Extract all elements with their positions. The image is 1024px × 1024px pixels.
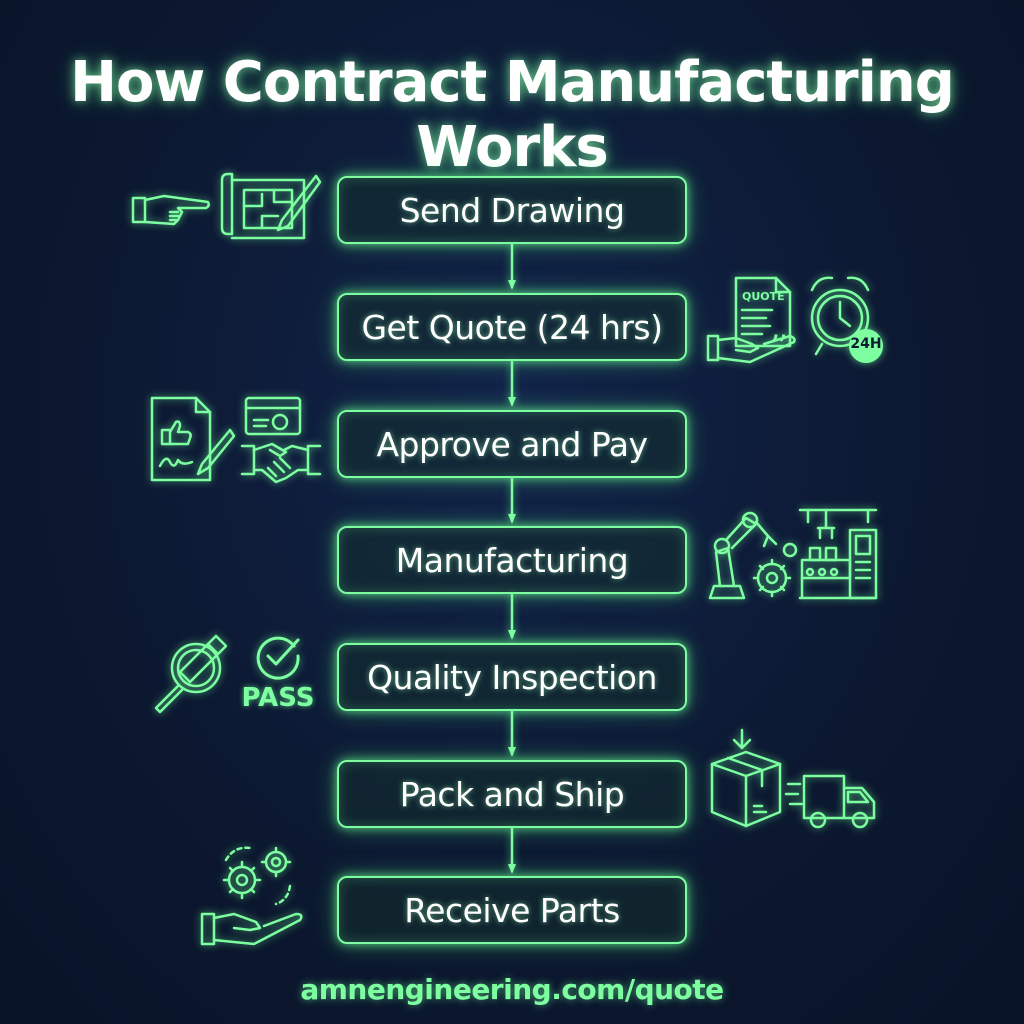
step-label: Send Drawing [399,190,625,230]
step-approve-and-pay[interactable]: Approve and Pay [337,410,687,478]
pointing-hand-icon [130,178,212,238]
footer-url[interactable]: amnengineering.com/quote [300,973,724,1006]
pass-label: PASS [241,683,315,713]
clock-badge-label: 24H [850,336,882,352]
payment-handshake-icon [240,396,322,484]
step-quality-inspection[interactable]: Quality Inspection [337,643,687,711]
step-pack-and-ship[interactable]: Pack and Ship [337,760,687,828]
step-label: Receive Parts [404,890,620,930]
step-send-drawing[interactable]: Send Drawing [337,176,687,244]
step-label: Approve and Pay [376,424,648,464]
signed-approval-document-icon [148,396,236,484]
arrow-down-icon [508,594,516,640]
factory-machine-icon [796,506,880,602]
check-circle-icon [254,632,302,680]
blueprint-icon [218,172,322,242]
step-get-quote[interactable]: Get Quote (24 hrs) [337,293,687,361]
step-label: Get Quote (24 hrs) [361,307,663,347]
robot-arm-icon [706,508,802,602]
page-title: How Contract Manufacturing Works [70,50,955,180]
step-label: Pack and Ship [399,774,625,814]
step-label: Quality Inspection [367,657,657,697]
delivery-truck-icon [784,770,878,832]
arrow-down-icon [508,478,516,524]
arrow-down-icon [508,244,516,290]
quote-document-hand-icon: QUOTE ,, [706,276,798,366]
alarm-clock-icon: 24H [804,270,890,366]
step-manufacturing[interactable]: Manufacturing [337,526,687,594]
package-box-icon [706,728,786,832]
arrow-down-icon [508,361,516,407]
step-label: Manufacturing [395,540,629,580]
arrow-down-icon [508,828,516,874]
step-receive-parts[interactable]: Receive Parts [337,876,687,944]
svg-text:QUOTE: QUOTE [742,290,785,303]
magnifying-glass-icon [150,630,236,714]
arrow-down-icon [508,711,516,757]
hand-with-gears-icon [200,842,306,948]
